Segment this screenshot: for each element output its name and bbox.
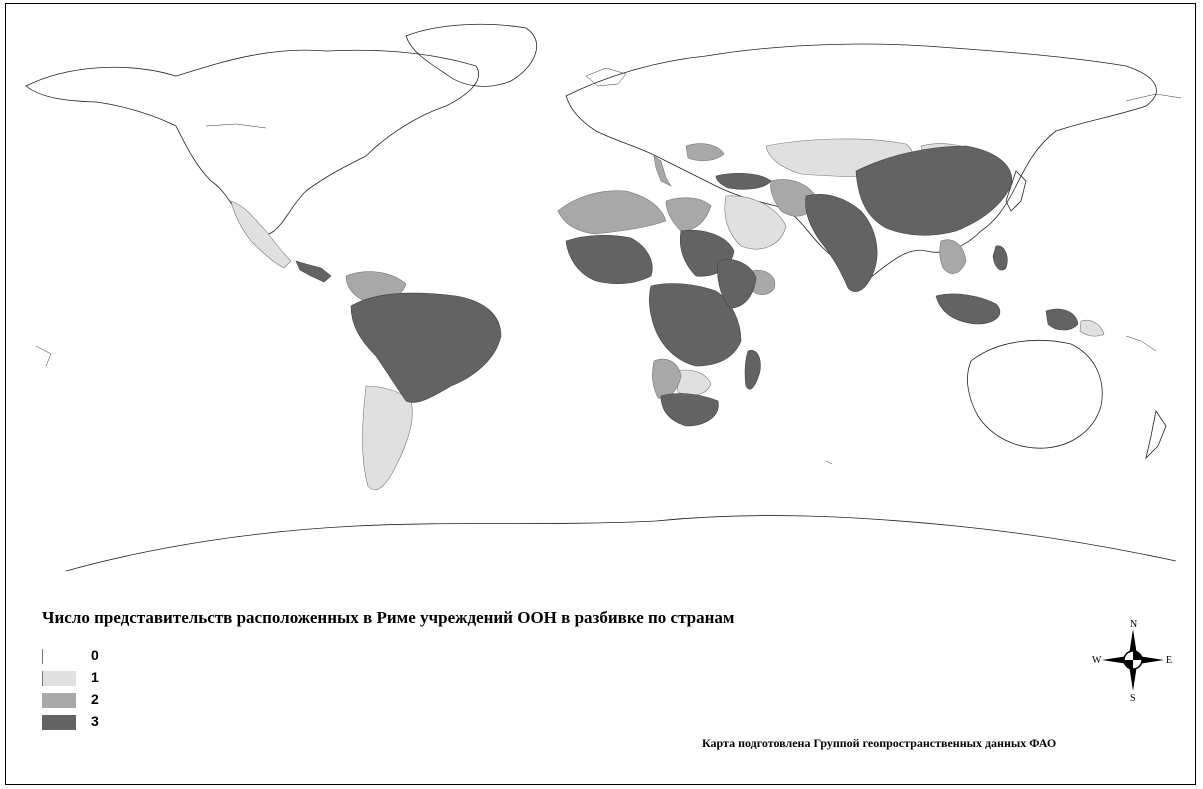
angola-namibia [652,358,682,399]
compass-s: S [1130,693,1136,704]
china [855,145,1013,236]
new-guinea-west [1045,308,1079,331]
legend-swatch-0 [42,649,43,664]
map-title: Число представительств расположенных в Р… [42,608,735,627]
greenland-outline [405,23,537,87]
indonesia [935,293,1001,325]
map-credit: Карта подготовлена Группой геопространст… [702,736,1057,750]
eurasia-outline [565,43,1157,282]
legend-label-2: 2 [91,691,99,707]
north-america-outline [25,49,479,236]
compass-w: W [1092,655,1102,666]
botswana [675,369,712,396]
compass-n: N [1130,619,1137,630]
central-america [295,260,332,283]
se-asia [939,239,967,274]
legend-swatch-2 [42,693,76,708]
legend-swatch-1 [42,671,76,686]
philippines [992,245,1008,271]
australia-outline [967,339,1103,449]
north-africa-west [557,190,667,235]
ukraine [685,143,725,162]
coastlines [25,23,1177,572]
compass-rose-icon: N S W E [1092,619,1172,704]
legend-label-0: 0 [91,647,99,663]
value-2-regions [345,143,967,399]
turkey [715,172,772,190]
world-map [25,23,1182,572]
egypt-libya [665,197,712,232]
mexico [230,200,292,269]
japan-outline [1005,170,1027,212]
italy [653,155,672,187]
saudi-arabia [724,195,787,250]
png [1079,319,1105,337]
value-3-regions [295,145,1079,427]
madagascar [744,350,761,390]
island-details [35,67,1182,465]
south-africa [660,393,719,427]
legend-swatch-3 [42,715,76,730]
central-africa [649,283,742,367]
south-asia [805,194,878,292]
west-africa [565,235,653,285]
antarctica-outline [65,515,1177,572]
legend-label-1: 1 [91,669,99,685]
argentina-chile [362,385,413,491]
compass-e: E [1166,655,1172,666]
legend-label-3: 3 [91,713,99,729]
brazil-peru [350,292,502,403]
east-africa [717,259,757,309]
new-zealand-outline [1145,409,1167,460]
